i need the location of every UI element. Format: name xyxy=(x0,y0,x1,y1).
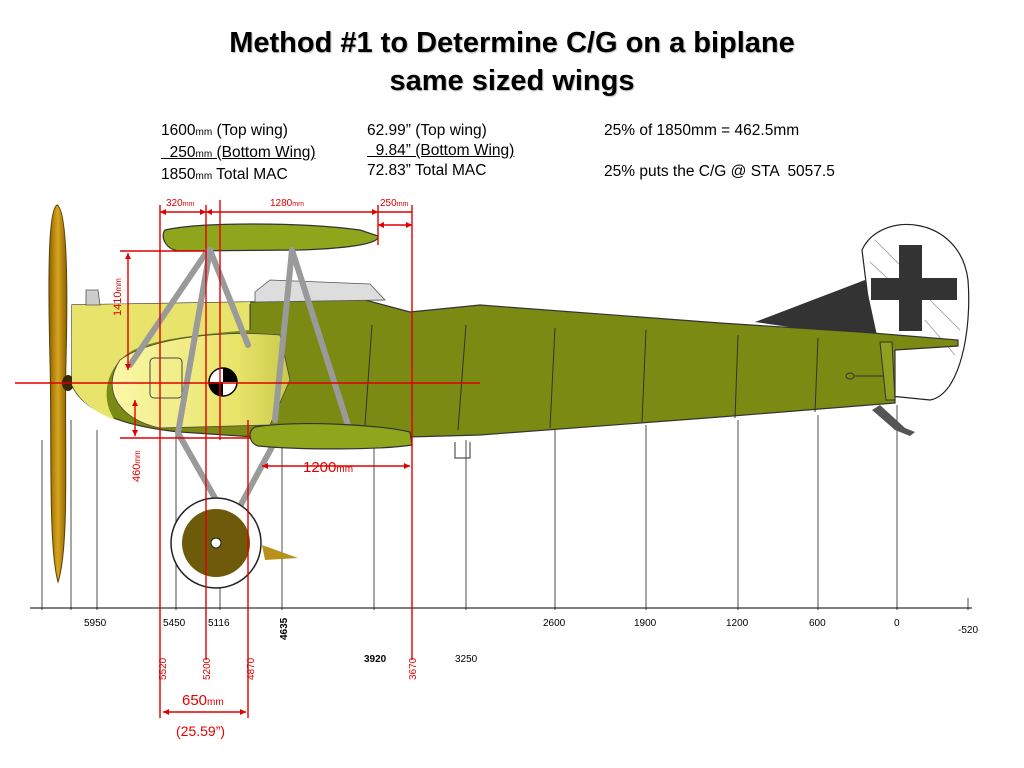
dimension-arrows xyxy=(125,209,412,715)
axle-fairing xyxy=(262,545,298,560)
dim-250: 250mm xyxy=(380,198,409,209)
dim-1280: 1280mm xyxy=(270,198,304,209)
station-label: 5950 xyxy=(84,618,107,629)
dim-650: 650mm xyxy=(182,692,224,709)
mac-row-top-wing-mm: 1600mm (Top wing) xyxy=(161,121,316,143)
step xyxy=(454,442,471,459)
mac-row-total-in: 72.83” Total MAC xyxy=(367,162,487,179)
dimension-lines xyxy=(15,200,480,718)
mac-row-bottom-wing-in: 9.84” (Bottom Wing) xyxy=(367,142,515,159)
mac-unit: mm xyxy=(195,127,213,138)
dim-1200: 1200mm xyxy=(303,459,353,476)
mac-label: (Bottom Wing) xyxy=(212,144,316,161)
station-labels: 5950 5450 5116 4635 3920 3250 2600 1900 … xyxy=(84,617,978,665)
station-label: 4635 xyxy=(279,617,290,640)
access-panel xyxy=(149,357,183,399)
diagram-title: Method #1 to Determine C/G on a biplane … xyxy=(0,24,1024,100)
station-label-red: 4870 xyxy=(246,657,257,680)
tail-skid xyxy=(872,405,915,436)
station-label: 3250 xyxy=(455,654,478,665)
mac-unit: mm xyxy=(195,149,213,160)
mac-mm-column: 1600mm (Top wing) 250mm (Bottom Wing) 18… xyxy=(161,121,316,187)
fin-dark xyxy=(755,280,878,340)
mac-value: 1600 xyxy=(161,122,196,139)
mac-row-bottom-wing-mm: 250mm (Bottom Wing) xyxy=(161,143,316,165)
top-wing xyxy=(162,223,379,252)
station-label: 2600 xyxy=(543,618,566,629)
station-label: 1900 xyxy=(634,618,657,629)
landing-gear xyxy=(170,497,298,589)
station-label: 5116 xyxy=(208,618,230,629)
bottom-wing xyxy=(249,423,413,450)
station-label: 5450 xyxy=(163,618,186,629)
cg-notes: 25% of 1850mm = 462.5mm 25% puts the C/G… xyxy=(604,121,835,182)
cockpit-gun xyxy=(254,279,386,303)
wheel-axle xyxy=(210,537,222,549)
elevator xyxy=(879,341,896,401)
mac-value: 1850 xyxy=(161,166,196,183)
mac-inch-column: 62.99” (Top wing) 9.84” (Bottom Wing) 72… xyxy=(367,121,514,181)
station-label: 600 xyxy=(809,618,826,629)
station-label: 0 xyxy=(894,618,900,629)
station-labels-red: 5520 5200 4870 3670 xyxy=(158,657,419,680)
station-label-red: 5200 xyxy=(202,657,213,680)
engine-part xyxy=(85,289,101,306)
mac-value: 250 xyxy=(161,144,196,161)
mac-label: (Top wing) xyxy=(212,122,288,139)
mac-unit: mm xyxy=(195,171,213,182)
title-line-1: Method #1 to Determine C/G on a biplane xyxy=(229,27,795,59)
title-line-2: same sized wings xyxy=(389,65,635,97)
dim-1410: 1410mm xyxy=(112,278,124,316)
station-label-red: 3670 xyxy=(408,657,419,680)
fuselage-frames xyxy=(249,304,819,431)
cross-horizontal xyxy=(871,278,957,300)
struts xyxy=(127,247,351,513)
propeller xyxy=(48,204,74,584)
mac-row-total-mm: 1850mm Total MAC xyxy=(161,165,316,187)
fuselage xyxy=(71,279,959,459)
mac-row-top-wing-in: 62.99” (Top wing) xyxy=(367,122,487,139)
propeller-blade xyxy=(48,204,68,584)
station-label: 3920 xyxy=(364,654,387,665)
dim-650-inches: (25.59”) xyxy=(176,723,225,739)
mac-label: Total MAC xyxy=(212,166,288,183)
station-label: 1200 xyxy=(726,618,749,629)
cg-note-25-percent: 25% of 1850mm = 462.5mm xyxy=(604,122,800,139)
dim-320: 320mm xyxy=(166,198,195,209)
station-label: -520 xyxy=(958,625,978,636)
cg-note-station: 25% puts the C/G @ STA 5057.5 xyxy=(604,163,835,180)
station-label-red: 5520 xyxy=(158,657,169,680)
dimension-labels: 320mm 1280mm 250mm 1410mm 460mm 1200mm 6… xyxy=(112,198,409,739)
dim-460: 460mm xyxy=(131,450,143,482)
cg-symbol-icon xyxy=(208,367,238,397)
